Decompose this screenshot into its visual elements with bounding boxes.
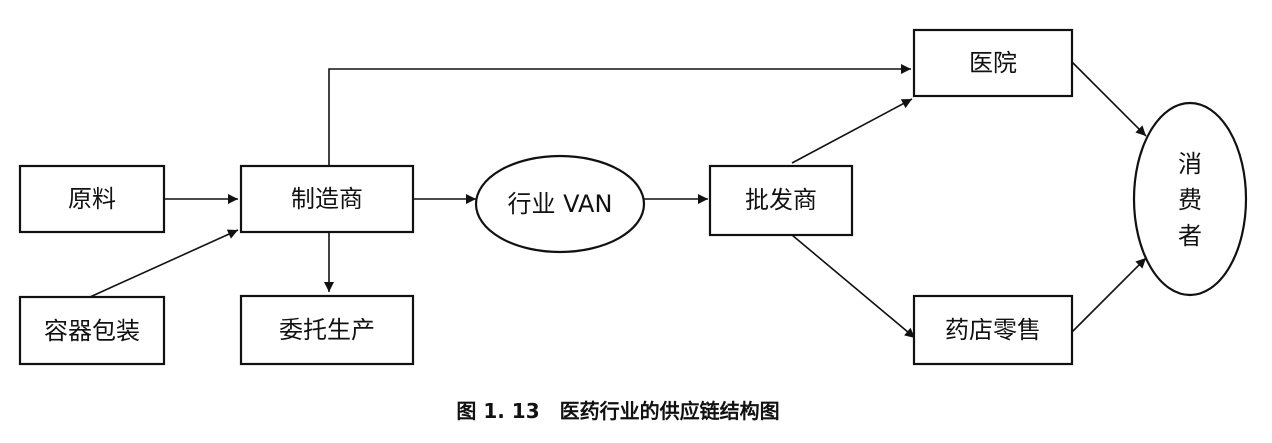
node-container-packaging-label: 容器包装 [44, 317, 140, 345]
figure-caption: 图 1. 13 医药行业的供应链结构图 [456, 399, 779, 423]
node-wholesaler-label: 批发商 [745, 186, 817, 214]
connectors [89, 61, 1147, 339]
edge-packaging-to-manufacturer [89, 229, 239, 298]
node-consumer-ellipse [1132, 101, 1248, 297]
nodes [18, 28, 1248, 366]
edge-manufacturer-to-hospital [328, 64, 911, 165]
node-raw-material-label: 原料 [68, 185, 116, 213]
node-pharmacy-retail-label: 药店零售 [945, 316, 1041, 344]
node-pharmacy-retail-box [912, 294, 1074, 366]
node-contract-manufacturing-label: 委托生产 [279, 316, 375, 344]
node-industry-van-label: 行业 VAN [508, 190, 613, 218]
node-hospital-box [912, 28, 1074, 98]
node-contract-manufacturing-box [239, 294, 415, 366]
node-wholesaler-box [708, 164, 854, 237]
edge-pharmacy-to-consumer [1071, 257, 1147, 333]
edge-wholesaler-to-pharmacy [791, 234, 916, 339]
node-industry-van-ellipse [474, 154, 646, 254]
node-consumer-label-char-2: 费 [1178, 186, 1202, 214]
node-manufacturer-box [239, 164, 415, 234]
node-raw-material-box [18, 164, 166, 234]
edge-wholesaler-to-hospital [791, 98, 913, 164]
node-manufacturer-label: 制造商 [291, 185, 363, 213]
edge-hospital-to-consumer [1071, 61, 1147, 137]
node-consumer-label-char-3: 者 [1178, 222, 1202, 250]
node-hospital-label: 医院 [969, 49, 1017, 77]
node-container-packaging-box [18, 295, 166, 366]
node-consumer-label-char-1: 消 [1178, 150, 1202, 178]
